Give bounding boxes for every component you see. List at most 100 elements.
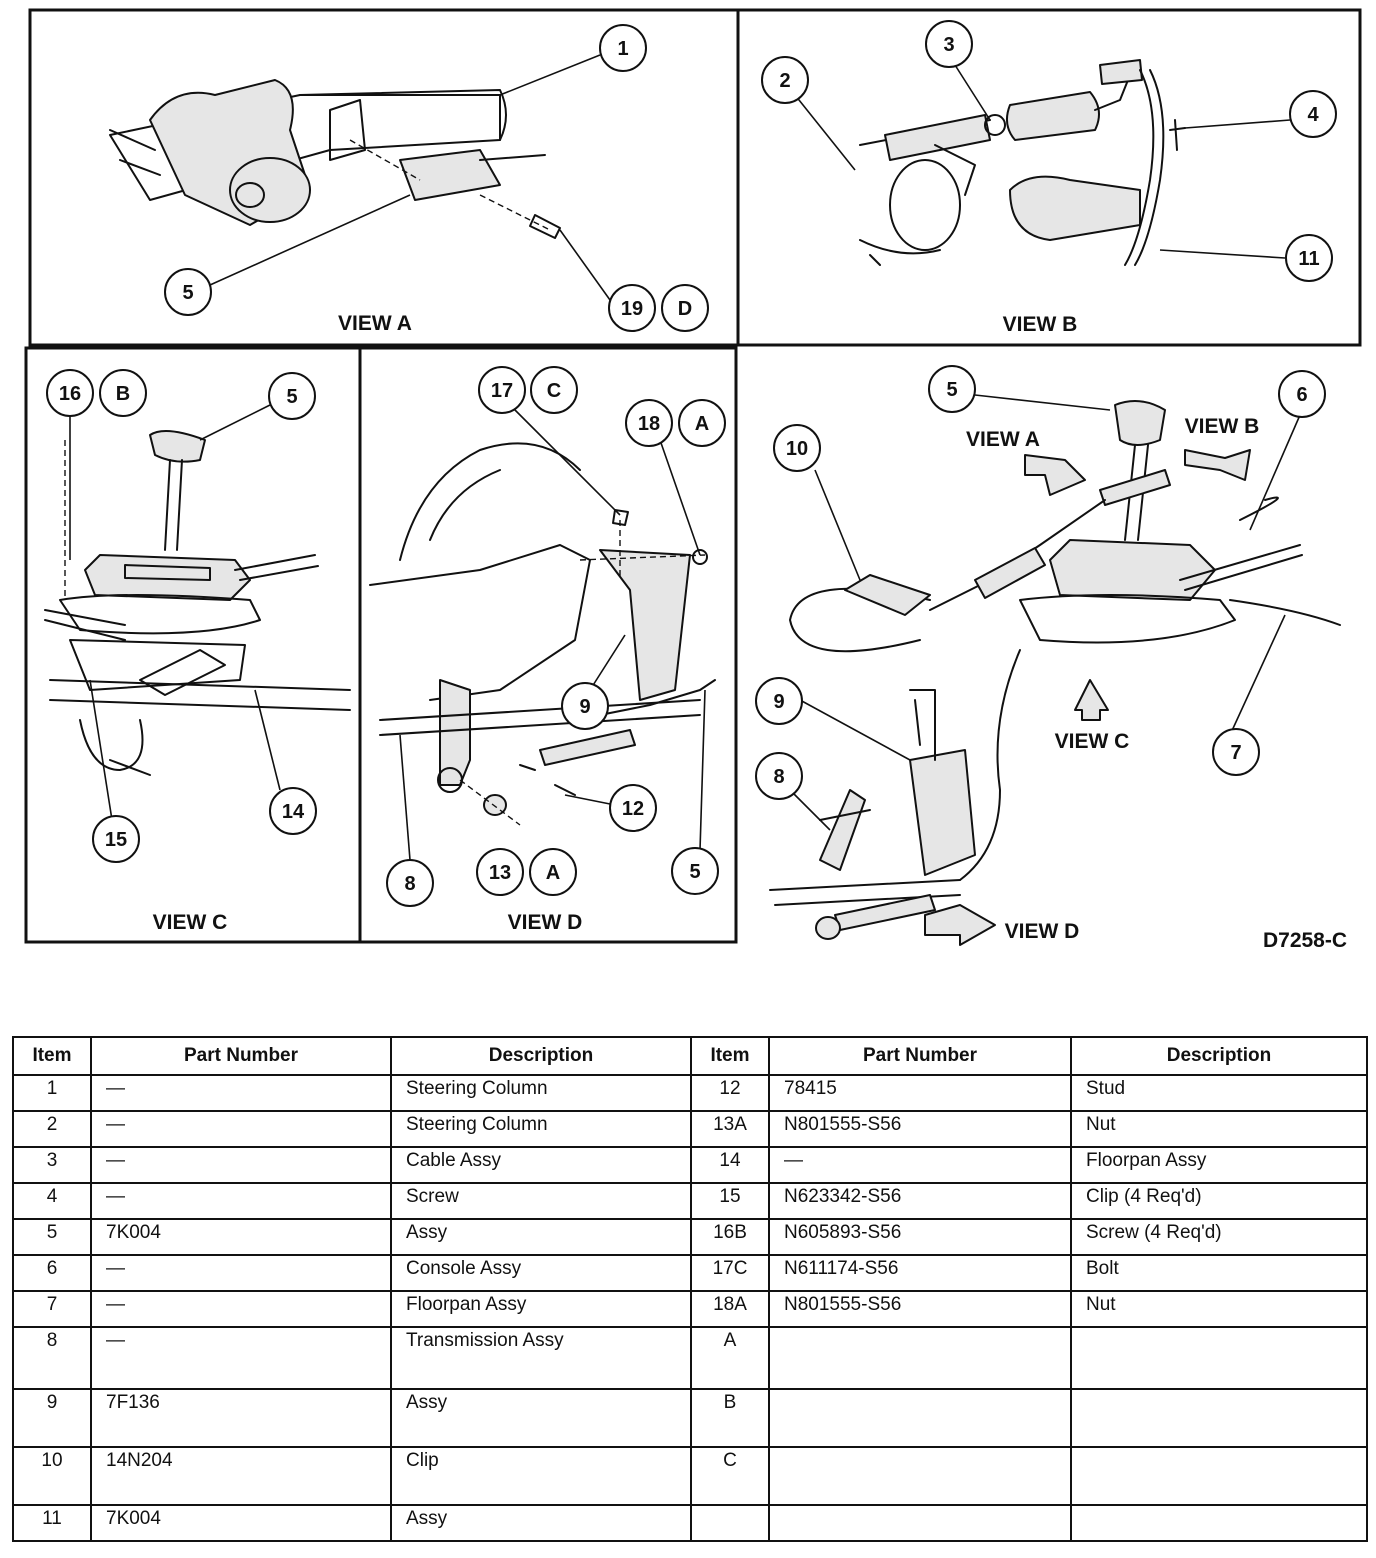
cell-description: Screw	[390, 1182, 692, 1220]
cell-item: 11	[12, 1504, 92, 1542]
cell-item: 17C	[690, 1254, 770, 1292]
svg-text:12: 12	[622, 798, 644, 820]
svg-text:6: 6	[1296, 384, 1307, 406]
svg-text:5: 5	[182, 282, 193, 304]
col-header-description: Description	[390, 1036, 692, 1076]
view-c-artwork	[44, 430, 351, 776]
cell-item: 10	[12, 1446, 92, 1506]
callout-17: 17	[478, 366, 526, 414]
callout-7: 7	[1212, 728, 1260, 776]
cell-item: B	[690, 1388, 770, 1448]
cell-description: Floorpan Assy	[390, 1290, 692, 1328]
col-header-item: Item	[12, 1036, 92, 1076]
panel-view-d	[358, 346, 738, 944]
svg-text:14: 14	[282, 801, 305, 823]
callout-8-main: 8	[755, 752, 803, 800]
callout-5-view-d: 5	[671, 847, 719, 895]
cell-part-number: N801555-S56	[768, 1290, 1072, 1328]
cell-item: 12	[690, 1074, 770, 1112]
callout-15: 15	[92, 815, 140, 863]
cell-part-number: N605893-S56	[768, 1218, 1072, 1256]
svg-text:3: 3	[943, 34, 954, 56]
table-row: 2 — Steering Column 13A N801555-S56 Nut	[12, 1110, 1368, 1148]
col-header-item: Item	[690, 1036, 770, 1076]
cell-item: 8	[12, 1326, 92, 1390]
table-row: 9 7F136 Assy B	[12, 1388, 1368, 1448]
svg-text:B: B	[116, 383, 130, 405]
col-header-description: Description	[1070, 1036, 1368, 1076]
callout-12: 12	[609, 784, 657, 832]
svg-text:17: 17	[491, 380, 513, 402]
table-header-row: Item Part Number Description Item Part N…	[12, 1036, 1368, 1076]
svg-text:A: A	[546, 862, 560, 884]
cell-description: Nut	[1070, 1110, 1368, 1148]
cell-part-number: —	[768, 1146, 1072, 1184]
callout-9-view-d: 9	[561, 682, 609, 730]
label-view-b: VIEW B	[1003, 313, 1078, 336]
cell-description	[1070, 1504, 1368, 1542]
svg-text:D: D	[678, 298, 692, 320]
cell-description: Cable Assy	[390, 1146, 692, 1184]
callout-9-main: 9	[755, 677, 803, 725]
table-row: 1 — Steering Column 12 78415 Stud	[12, 1074, 1368, 1112]
cell-part-number: 14N204	[90, 1446, 392, 1506]
cell-description	[1070, 1446, 1368, 1506]
svg-text:5: 5	[946, 379, 957, 401]
cell-part-number	[768, 1388, 1072, 1448]
svg-text:13: 13	[489, 862, 511, 884]
cell-description: Assy	[390, 1504, 692, 1542]
callout-5-view-c: 5	[268, 372, 316, 420]
cell-item: 18A	[690, 1290, 770, 1328]
svg-text:9: 9	[579, 696, 590, 718]
callout-5-main: 5	[928, 365, 976, 413]
cell-item: 2	[12, 1110, 92, 1148]
cell-part-number	[768, 1326, 1072, 1390]
callout-4: 4	[1289, 90, 1337, 138]
callout-2: 2	[761, 56, 809, 104]
cell-item: 7	[12, 1290, 92, 1328]
cell-description	[1070, 1388, 1368, 1448]
cell-description: Bolt	[1070, 1254, 1368, 1292]
table-row: 7 — Floorpan Assy 18A N801555-S56 Nut	[12, 1290, 1368, 1328]
cell-description: Clip (4 Req'd)	[1070, 1182, 1368, 1220]
cell-part-number: 7K004	[90, 1218, 392, 1256]
svg-text:1: 1	[617, 38, 628, 60]
svg-text:9: 9	[773, 691, 784, 713]
cell-item: A	[690, 1326, 770, 1390]
cell-item: 5	[12, 1218, 92, 1256]
arrow-label-view-c: VIEW C	[1055, 730, 1130, 753]
callout-3: 3	[925, 20, 973, 68]
exploded-diagram: 1 5 19 D 2 3 4 11 16 B 5 15 14 17 C 18 A…	[24, 8, 1362, 952]
callout-1: 1	[599, 24, 647, 72]
callout-19: 19	[608, 284, 656, 332]
table-row: 10 14N204 Clip C	[12, 1446, 1368, 1506]
svg-text:4: 4	[1307, 104, 1319, 126]
cell-description: Screw (4 Req'd)	[1070, 1218, 1368, 1256]
callout-10: 10	[773, 424, 821, 472]
svg-text:5: 5	[689, 861, 700, 883]
cell-part-number: —	[90, 1182, 392, 1220]
table-row: 6 — Console Assy 17C N611174-S56 Bolt	[12, 1254, 1368, 1292]
callout-11: 11	[1285, 234, 1333, 282]
cell-part-number	[768, 1446, 1072, 1506]
cell-description	[1070, 1326, 1368, 1390]
view-d-artwork	[369, 442, 716, 826]
svg-text:16: 16	[59, 383, 81, 405]
main-view-artwork	[769, 400, 1341, 946]
cell-description: Assy	[390, 1218, 692, 1256]
cell-part-number: —	[90, 1146, 392, 1184]
callout-letter-c: C	[530, 366, 578, 414]
svg-text:7: 7	[1230, 742, 1241, 764]
cell-item	[690, 1504, 770, 1542]
cell-part-number: N623342-S56	[768, 1182, 1072, 1220]
parts-table: Item Part Number Description Item Part N…	[12, 1036, 1368, 1542]
callout-8-view-d: 8	[386, 859, 434, 907]
svg-text:18: 18	[638, 413, 660, 435]
table-row: 5 7K004 Assy 16B N605893-S56 Screw (4 Re…	[12, 1218, 1368, 1256]
cell-item: 14	[690, 1146, 770, 1184]
callout-letter-d: D	[661, 284, 709, 332]
svg-text:5: 5	[286, 386, 297, 408]
arrow-label-view-d: VIEW D	[1005, 920, 1080, 943]
callout-13: 13	[476, 848, 524, 896]
cell-description: Assy	[390, 1388, 692, 1448]
